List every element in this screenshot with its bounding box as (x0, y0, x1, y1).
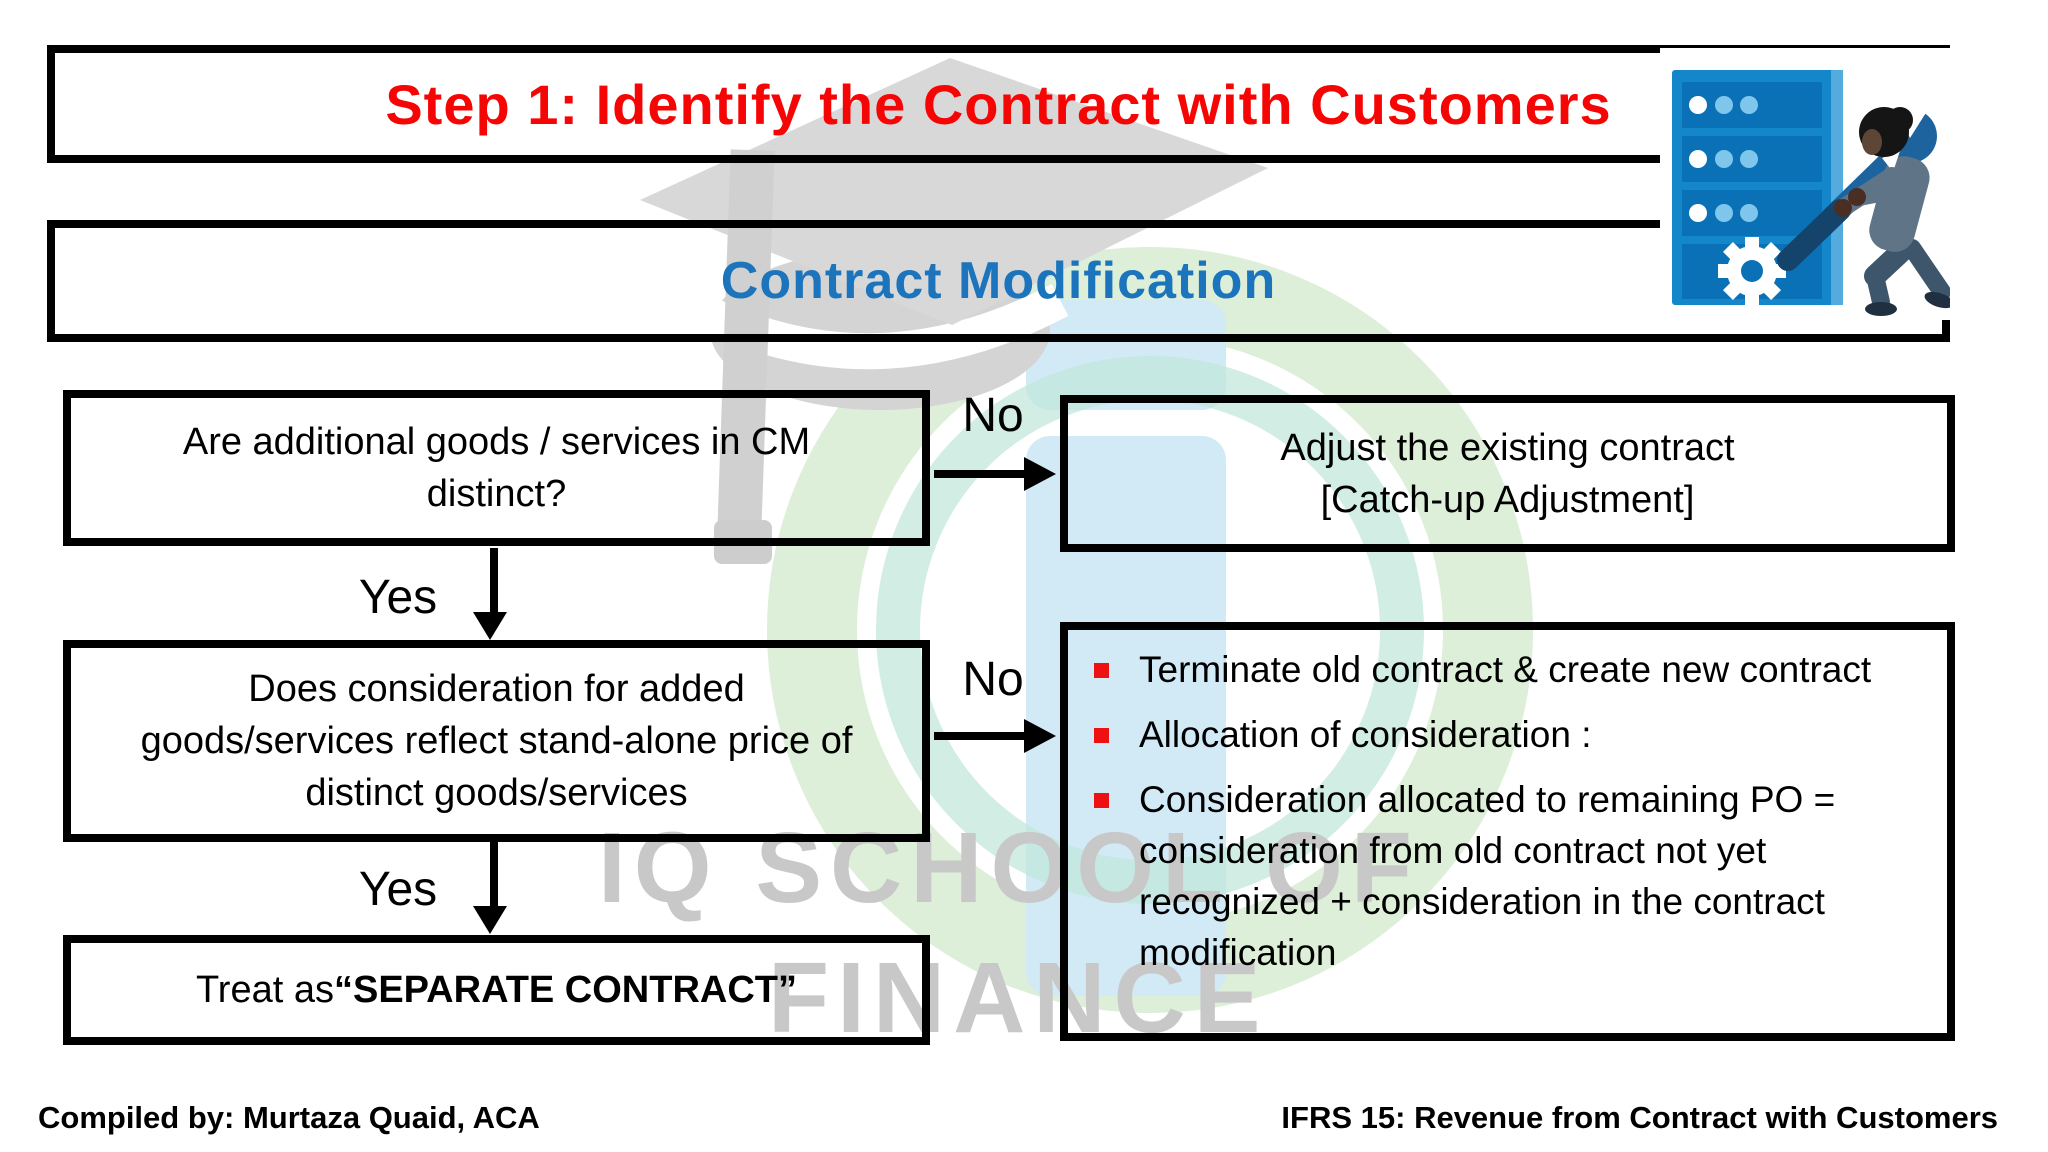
terminate-old-contract-box: Terminate old contract & create new cont… (1060, 622, 1955, 1041)
question-box-standalone-price: Does consideration for added goods/servi… (63, 640, 930, 842)
question-line: Are additional goods / services in CM (182, 421, 811, 463)
step-title-banner: Step 1: Identify the Contract with Custo… (47, 45, 1950, 163)
bullet-list: Terminate old contract & create new cont… (1068, 630, 1929, 978)
bullet-text: Allocation of consideration : (1139, 714, 1592, 755)
arrow-yes-1-head (473, 612, 507, 640)
result-emphasis: “SEPARATE CONTRACT” (333, 969, 798, 1011)
technician-figure (1834, 107, 1950, 316)
result-prefix: Treat as (195, 969, 334, 1011)
arrow-no-2-line (934, 732, 1028, 740)
adjust-line: [Catch-up Adjustment] (1320, 478, 1695, 521)
yes-label-1: Yes (358, 571, 438, 624)
no-label-2: No (962, 653, 1024, 706)
adjust-line: Adjust the existing contract (1280, 426, 1735, 469)
question-line: goods/services reflect stand-alone price… (140, 720, 853, 762)
iq-logo-icon (767, 247, 1533, 1013)
adjust-existing-contract-box: Adjust the existing contract [Catch-up A… (1060, 395, 1955, 552)
list-item: Consideration allocated to remaining PO … (1094, 774, 1929, 978)
contract-modification-banner: Contract Modification (47, 220, 1950, 342)
arrow-yes-2-line (490, 842, 498, 910)
red-square-bullet-icon (1094, 793, 1109, 808)
arrow-no-1-line (934, 470, 1028, 478)
watermark-line-1: IQ SCHOOL OF (598, 812, 1420, 924)
red-square-bullet-icon (1094, 728, 1109, 743)
server-icon (1672, 70, 1843, 305)
yes-label-2: Yes (358, 863, 438, 916)
list-item: Terminate old contract & create new cont… (1094, 644, 1929, 695)
server-maintenance-illustration (1660, 48, 1950, 320)
arrow-yes-2-head (473, 906, 507, 934)
separate-contract-result-box: Treat as “SEPARATE CONTRACT” (63, 935, 930, 1045)
arrow-no-1-head (1024, 457, 1056, 491)
graduation-cap-icon (640, 58, 1268, 564)
step-title: Step 1: Identify the Contract with Custo… (385, 72, 1612, 136)
question-line: Does consideration for added (248, 668, 745, 710)
question-line: distinct goods/services (305, 772, 688, 814)
contract-modification-title: Contract Modification (720, 252, 1277, 310)
compiled-by-credit: Compiled by: Murtaza Quaid, ACA (38, 1100, 540, 1135)
ifrs15-source-label: IFRS 15: Revenue from Contract with Cust… (1281, 1100, 1998, 1135)
arrow-yes-1-line (490, 548, 498, 618)
list-item: Allocation of consideration : (1094, 709, 1929, 760)
server-led-dots (1689, 96, 1758, 222)
arrow-no-2-head (1024, 719, 1056, 753)
bullet-text: Consideration allocated to remaining PO … (1139, 779, 1836, 973)
no-label-1: No (962, 389, 1024, 442)
question-box-goods-distinct: Are additional goods / services in CM di… (63, 390, 930, 546)
question-line: distinct? (426, 473, 567, 515)
gear-icon (1718, 237, 1786, 305)
red-square-bullet-icon (1094, 663, 1109, 678)
bullet-text: Terminate old contract & create new cont… (1139, 649, 1872, 690)
